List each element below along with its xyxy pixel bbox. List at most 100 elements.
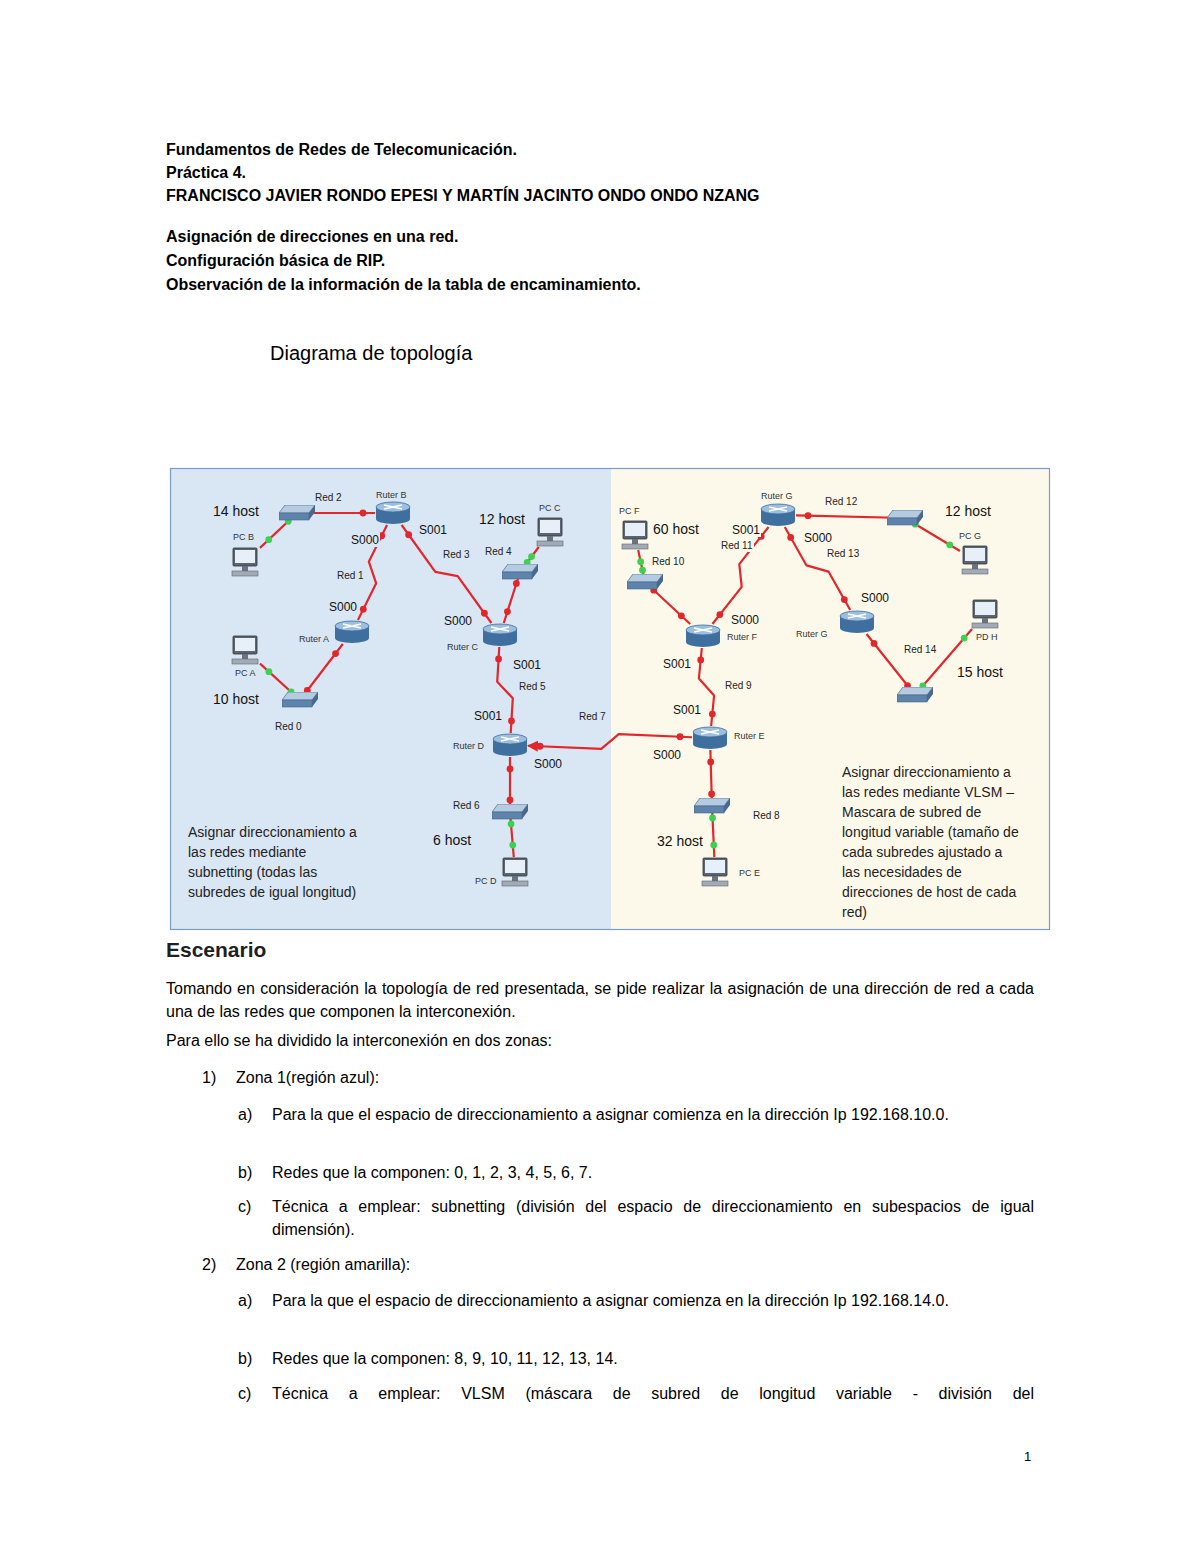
router-arrows [848,614,866,618]
link-dot [504,608,511,615]
host-count: 12 host [944,503,992,520]
pc-monitor [503,858,527,876]
pc-name: PC G [958,531,982,542]
router-icon [839,610,875,634]
router-arrows [694,628,712,632]
body-text: b) [238,1347,252,1370]
blue-zone-fill [170,468,611,929]
pc-base [232,659,258,664]
router-name: Ruter B [375,490,408,501]
link-dot [946,541,953,548]
section-heading: Diagrama de topología [270,341,472,365]
router-top [483,624,517,634]
router-arrows [501,737,519,741]
pc-stand [547,536,553,541]
interface-label: S001 [662,657,692,671]
router-icon [375,501,411,525]
body-text: Tomando en consideración la topología de… [166,977,1034,1023]
pc-node: PC G [960,545,990,575]
link-dot [537,743,544,750]
header-line: Práctica 4. [166,163,246,182]
yellow-zone-fill [611,468,1049,929]
router-base [335,633,369,643]
host-count: 10 host [212,691,260,708]
router-icon [492,733,528,757]
router-top [840,611,874,621]
pc-monitor [963,546,987,564]
body-text: c) [238,1195,251,1218]
body-text: 2) [202,1253,216,1276]
pc-stand [712,876,718,881]
body-text: Para la que el espacio de direccionamien… [272,1289,1034,1312]
header-line: Configuración básica de RIP. [166,251,385,270]
router-node: Ruter B [375,501,411,525]
pc-name: PC A [234,668,257,679]
network-label: Red 14 [903,644,937,656]
link-dot [677,733,684,740]
pc-screen [235,550,255,563]
link-dot [710,842,717,849]
router-base [686,637,720,647]
link-dot [507,766,514,773]
link-dot [787,534,794,541]
router-arrows [491,627,509,631]
link-dot [405,531,412,538]
link-dot [528,553,535,560]
pc-monitor [538,518,562,536]
pc-name: PC F [618,506,641,517]
link-dot [507,797,514,804]
switch-symbol [502,564,538,579]
host-count: 14 host [212,503,260,520]
link-dot [961,635,968,642]
serial-link [785,527,850,610]
network-label: Red 9 [724,680,753,692]
pc-screen [505,860,525,873]
router-node: Ruter C [482,623,518,647]
router-name: Ruter C [446,642,479,653]
body-text: Para ello se ha dividido la interconexió… [166,1029,1034,1052]
network-label: Red 6 [452,800,481,812]
pc-screen [540,520,560,533]
network-label: Red 8 [752,810,781,822]
router-name: Ruter G [795,629,829,640]
interface-label: S000 [860,591,890,605]
pc-name: PD H [975,632,999,643]
pc-icon [230,635,260,665]
body-text: Zona 2 (región amarilla): [236,1253,410,1276]
interface-label: S001 [512,658,542,672]
pc-name: PC E [738,868,761,879]
router-base [493,746,527,756]
router-node: Ruter G [839,610,875,634]
router-top [376,502,410,512]
pc-screen [975,602,995,615]
switch-symbol [897,687,933,702]
body-text: c) [238,1382,251,1405]
link-dot [481,610,488,617]
pc-stand [512,876,518,881]
pc-screen [965,548,985,561]
pc-icon [500,857,530,887]
link-dot [805,512,812,519]
router-base [761,516,795,526]
zone-note: Asignar direccionamiento a las redes med… [188,822,364,902]
link-dot [678,612,685,619]
network-label: Red 12 [824,496,858,508]
router-name: Ruter A [298,634,330,645]
router-node: Ruter A [334,620,370,644]
body-text: Técnica a emplear: VLSM (máscara de subr… [272,1382,1034,1405]
link-dot [639,567,646,574]
pc-stand [972,564,978,569]
network-label: Red 3 [442,549,471,561]
router-base [483,636,517,646]
router-top [493,734,527,744]
router-icon [685,624,721,648]
link-dot [360,510,367,517]
pc-base [962,569,988,574]
link-dot [495,656,502,663]
link-dot [871,640,878,647]
pc-node: PC F [620,520,650,550]
network-label: Red 0 [274,721,303,733]
pc-name: PC D [474,876,498,887]
link-dot [508,718,515,725]
